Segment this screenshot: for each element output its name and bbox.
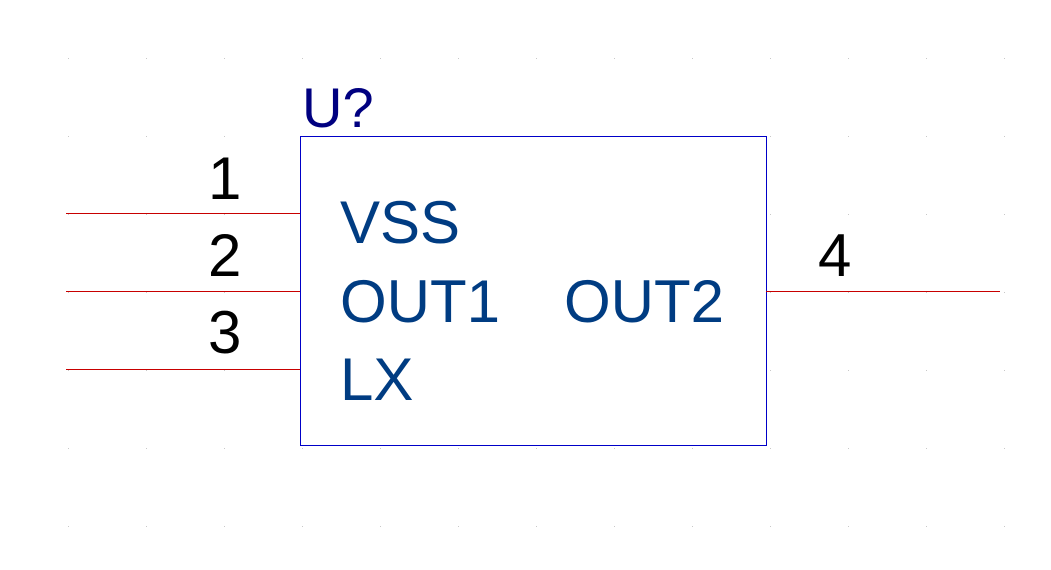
grid-dot	[848, 58, 849, 59]
component-designator: U?	[302, 76, 374, 139]
component-body[interactable]	[300, 136, 767, 446]
pin-2-name: OUT1	[340, 268, 500, 335]
grid-dot	[224, 526, 225, 527]
grid-dot	[536, 526, 537, 527]
grid-dot	[614, 448, 615, 449]
pin-1-number: 1	[208, 145, 241, 212]
grid-dot	[68, 292, 69, 293]
grid-dot	[848, 448, 849, 449]
pin-2-number: 2	[208, 222, 241, 289]
pin-3-number: 3	[208, 299, 241, 366]
grid-dot	[848, 292, 849, 293]
pin-4-number: 4	[818, 222, 851, 289]
grid-dot	[1004, 370, 1005, 371]
grid-dot	[848, 136, 849, 137]
grid-dot	[1004, 136, 1005, 137]
grid-dot	[146, 58, 147, 59]
grid-dot	[770, 370, 771, 371]
grid-dot	[848, 526, 849, 527]
grid-dot	[68, 58, 69, 59]
grid-dot	[1004, 448, 1005, 449]
grid-dot	[458, 58, 459, 59]
grid-dot	[224, 448, 225, 449]
grid-dot	[68, 370, 69, 371]
grid-dot	[770, 214, 771, 215]
grid-dot	[380, 58, 381, 59]
grid-dot	[224, 370, 225, 371]
grid-dot	[926, 526, 927, 527]
grid-dot	[146, 214, 147, 215]
grid-dot	[1004, 214, 1005, 215]
grid-dot	[926, 136, 927, 137]
grid-dot	[302, 448, 303, 449]
grid-dot	[224, 136, 225, 137]
pin-3-name: LX	[340, 346, 413, 413]
grid-dot	[692, 58, 693, 59]
grid-dot	[68, 136, 69, 137]
grid-dot	[1004, 526, 1005, 527]
grid-dot	[458, 448, 459, 449]
grid-dot	[614, 58, 615, 59]
grid-dot	[380, 448, 381, 449]
grid-dot	[614, 526, 615, 527]
grid-dot	[692, 526, 693, 527]
grid-dot	[770, 292, 771, 293]
grid-dot	[146, 292, 147, 293]
grid-dot	[926, 58, 927, 59]
grid-dot	[926, 292, 927, 293]
grid-dot	[848, 214, 849, 215]
grid-dot	[68, 448, 69, 449]
grid-dot	[692, 448, 693, 449]
grid-dot	[224, 214, 225, 215]
pin-1-name: VSS	[340, 189, 460, 256]
pin-4-name: OUT2	[564, 268, 724, 335]
grid-dot	[926, 370, 927, 371]
grid-dot	[770, 58, 771, 59]
grid-dot	[302, 526, 303, 527]
grid-dot	[146, 526, 147, 527]
grid-dot	[458, 526, 459, 527]
grid-dot	[770, 526, 771, 527]
grid-dot	[146, 136, 147, 137]
grid-dot	[68, 526, 69, 527]
grid-dot	[1004, 292, 1005, 293]
grid-dot	[302, 58, 303, 59]
grid-dot	[536, 58, 537, 59]
grid-dot	[146, 448, 147, 449]
grid-dot	[380, 526, 381, 527]
grid-dot	[224, 292, 225, 293]
grid-dot	[146, 370, 147, 371]
grid-dot	[1004, 58, 1005, 59]
grid-dot	[536, 448, 537, 449]
grid-dot	[770, 448, 771, 449]
grid-dot	[68, 214, 69, 215]
grid-dot	[224, 58, 225, 59]
grid-dot	[848, 370, 849, 371]
grid-dot	[770, 136, 771, 137]
grid-dot	[926, 448, 927, 449]
grid-dot	[926, 214, 927, 215]
